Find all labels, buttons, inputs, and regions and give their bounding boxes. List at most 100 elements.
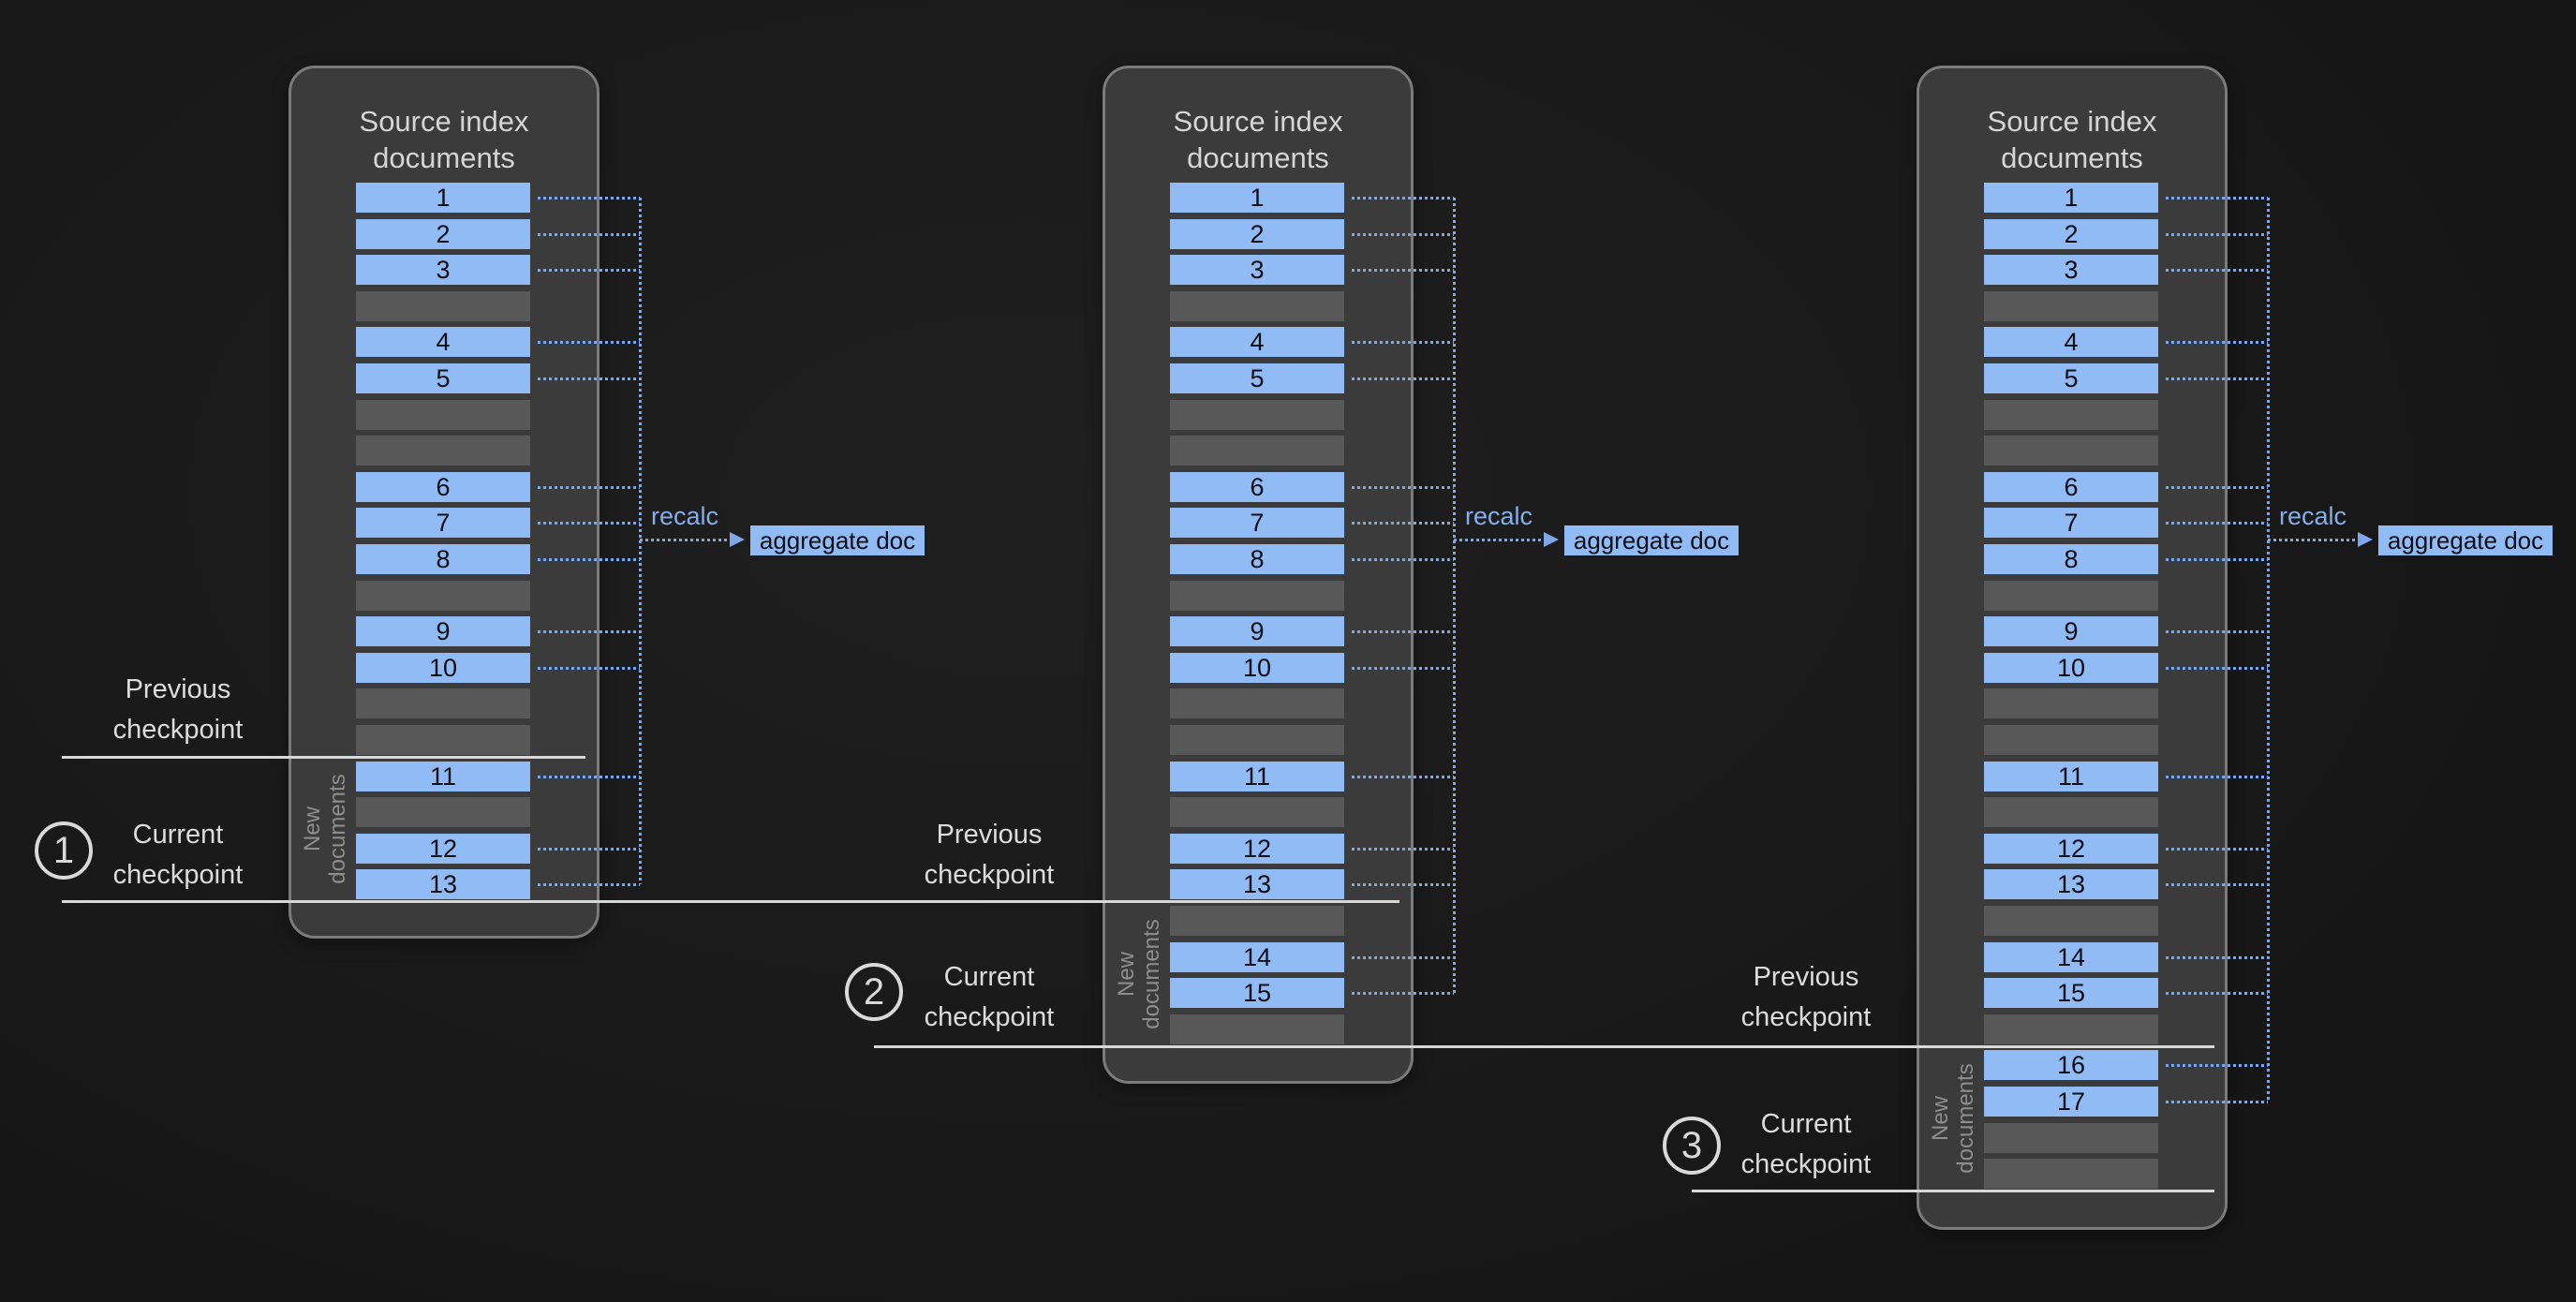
document-row: 1 <box>356 183 530 213</box>
gap-row <box>1984 1159 2158 1189</box>
doc-connector-line <box>538 667 640 670</box>
document-row: 4 <box>1170 327 1344 357</box>
panel-title-line1: Source index <box>359 105 529 138</box>
aggregate-doc-box: aggregate doc <box>750 525 925 555</box>
step-number-badge: 2 <box>845 963 903 1021</box>
gap-row <box>356 725 530 755</box>
document-row: 14 <box>1984 942 2158 972</box>
document-row: 10 <box>1170 653 1344 683</box>
gap-row <box>356 688 530 718</box>
gap-row <box>1984 725 2158 755</box>
recalc-arrow <box>2268 539 2360 541</box>
doc-connector-line <box>538 776 640 778</box>
doc-connector-line <box>538 883 640 886</box>
checkpoint-line-panel2-current-panel3-previous <box>874 1045 2214 1048</box>
doc-connector-line <box>538 630 640 633</box>
doc-connector-line <box>2166 341 2268 344</box>
doc-connector-line <box>2166 630 2268 633</box>
document-row: 12 <box>1170 834 1344 864</box>
gap-row <box>356 581 530 611</box>
document-row: 10 <box>1984 653 2158 683</box>
document-row: 2 <box>1984 219 2158 249</box>
document-row: 6 <box>356 472 530 502</box>
panel-title-line1: Source index <box>1173 105 1343 138</box>
checkpoint-label-line1: Current <box>1760 1109 1852 1139</box>
checkpoint-label-line1: Current <box>132 820 224 850</box>
doc-connector-line <box>538 558 640 561</box>
document-row: 13 <box>356 869 530 899</box>
checkpoint-label-line2: checkpoint <box>112 715 244 745</box>
doc-connector-line <box>2166 883 2268 886</box>
gap-row <box>1984 291 2158 321</box>
checkpoint-label-line2: checkpoint <box>1740 1002 1872 1032</box>
recalc-label: recalc <box>2279 502 2347 530</box>
document-row: 16 <box>1984 1050 2158 1080</box>
document-row: 5 <box>356 363 530 393</box>
gap-row <box>1170 1014 1344 1044</box>
gap-row <box>1170 436 1344 466</box>
document-row: 11 <box>356 762 530 792</box>
step-number-badge: 3 <box>1663 1117 1721 1175</box>
document-row: 12 <box>356 834 530 864</box>
doc-connector-line <box>2166 1064 2268 1067</box>
aggregate-doc-box: aggregate doc <box>1564 525 1739 555</box>
gap-row <box>1170 291 1344 321</box>
document-row: 17 <box>1984 1087 2158 1117</box>
doc-connector-line <box>1352 630 1454 633</box>
gap-row <box>1984 1123 2158 1153</box>
arrowhead-icon <box>2358 532 2373 547</box>
document-row: 3 <box>1170 255 1344 285</box>
document-row: 9 <box>356 616 530 646</box>
checkpoint-label-line1: Previous <box>125 674 231 704</box>
checkpoint-line-panel1-previous <box>62 756 585 759</box>
gap-row <box>1170 906 1344 936</box>
document-row: 1 <box>1170 183 1344 213</box>
document-row: 8 <box>1170 544 1344 574</box>
doc-connector-line <box>2166 377 2268 380</box>
doc-connector-line <box>2166 197 2268 200</box>
recalc-arrow <box>1454 539 1546 541</box>
doc-connector-line <box>1352 992 1454 995</box>
panel-title-line2: documents <box>1187 141 1329 174</box>
checkpoint-label-line1: Current <box>943 962 1035 992</box>
document-row: 6 <box>1984 472 2158 502</box>
doc-connector-line <box>2166 233 2268 236</box>
doc-connector-line <box>1352 776 1454 778</box>
gap-row <box>1170 400 1344 430</box>
document-row: 7 <box>356 508 530 538</box>
document-row: 7 <box>1984 508 2158 538</box>
doc-connector-line <box>538 522 640 525</box>
doc-connector-line <box>2166 558 2268 561</box>
panel-title-line2: documents <box>2001 141 2143 174</box>
gap-row <box>1984 581 2158 611</box>
doc-connector-line <box>1352 486 1454 489</box>
document-row: 15 <box>1170 978 1344 1008</box>
document-row: 13 <box>1984 869 2158 899</box>
doc-connector-line <box>2166 776 2268 778</box>
gap-row <box>1984 906 2158 936</box>
doc-connector-line <box>2166 269 2268 272</box>
doc-connector-line <box>538 377 640 380</box>
document-row: 14 <box>1170 942 1344 972</box>
previous-checkpoint-label: Previous checkpoint <box>19 670 337 750</box>
checkpoint-label-line2: checkpoint <box>924 860 1055 890</box>
document-row: 7 <box>1170 508 1344 538</box>
gap-row <box>1170 725 1344 755</box>
document-row: 3 <box>1984 255 2158 285</box>
gap-row <box>356 436 530 466</box>
document-row: 9 <box>1170 616 1344 646</box>
step-number-badge: 1 <box>35 821 93 880</box>
doc-connector-line <box>1352 522 1454 525</box>
document-row: 13 <box>1170 869 1344 899</box>
document-row: 5 <box>1984 363 2158 393</box>
collector-line <box>2267 198 2270 1102</box>
collector-line <box>1453 198 1456 993</box>
document-row: 5 <box>1170 363 1344 393</box>
panel-title-line1: Source index <box>1987 105 2157 138</box>
